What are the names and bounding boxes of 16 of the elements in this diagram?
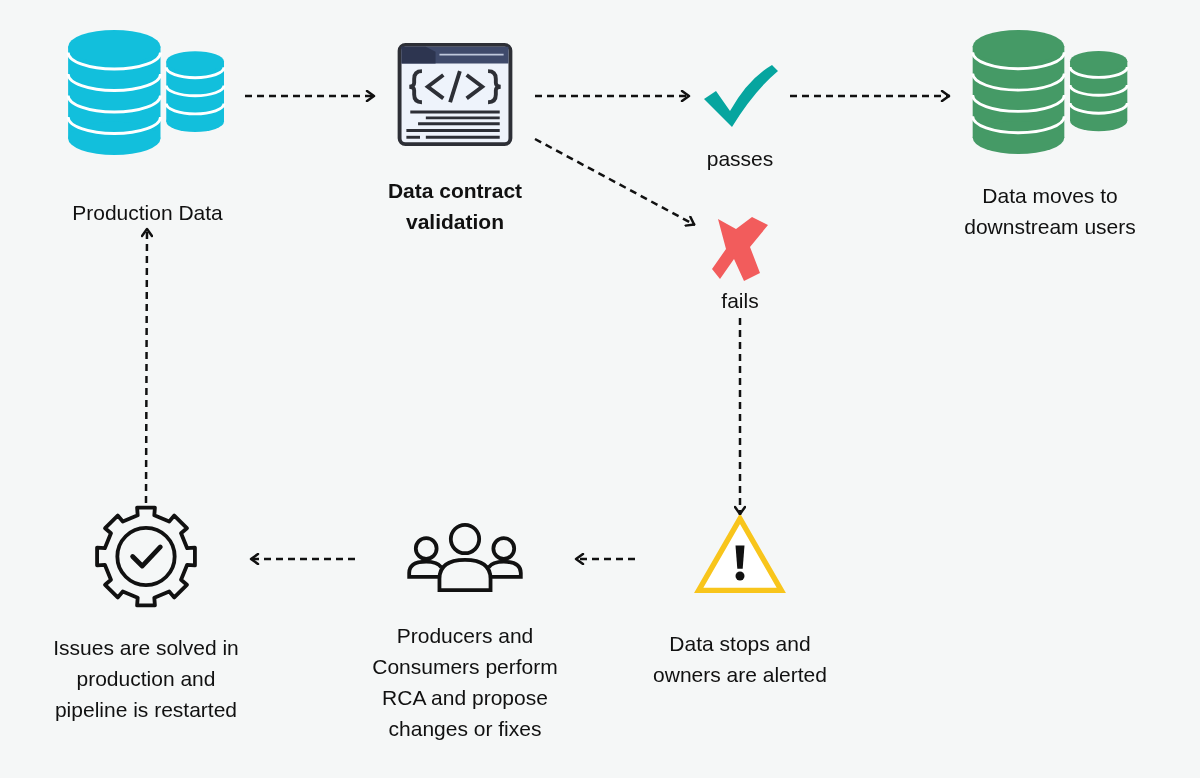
- arrow: [574, 552, 635, 566]
- node-label: Production Data: [71, 200, 224, 226]
- arrow: [249, 552, 355, 566]
- arrow: [140, 227, 154, 503]
- node-label: passes: [705, 146, 775, 172]
- arrow: [790, 89, 951, 103]
- node-label: Issues are solved in production and pipeline is restarted: [52, 635, 240, 723]
- node-label: fails: [720, 288, 760, 314]
- arrow: [733, 318, 747, 516]
- node-label: Data stops and owners are alerted: [652, 631, 828, 688]
- arrow: [534, 137, 696, 227]
- node-label: Data contract validation: [386, 178, 524, 235]
- arrow: [535, 89, 691, 103]
- arrow: [245, 89, 376, 103]
- node-label: Data moves to downstream users: [963, 183, 1137, 240]
- node-label: Producers and Consumers perform RCA and propose changes or fixes: [371, 623, 559, 742]
